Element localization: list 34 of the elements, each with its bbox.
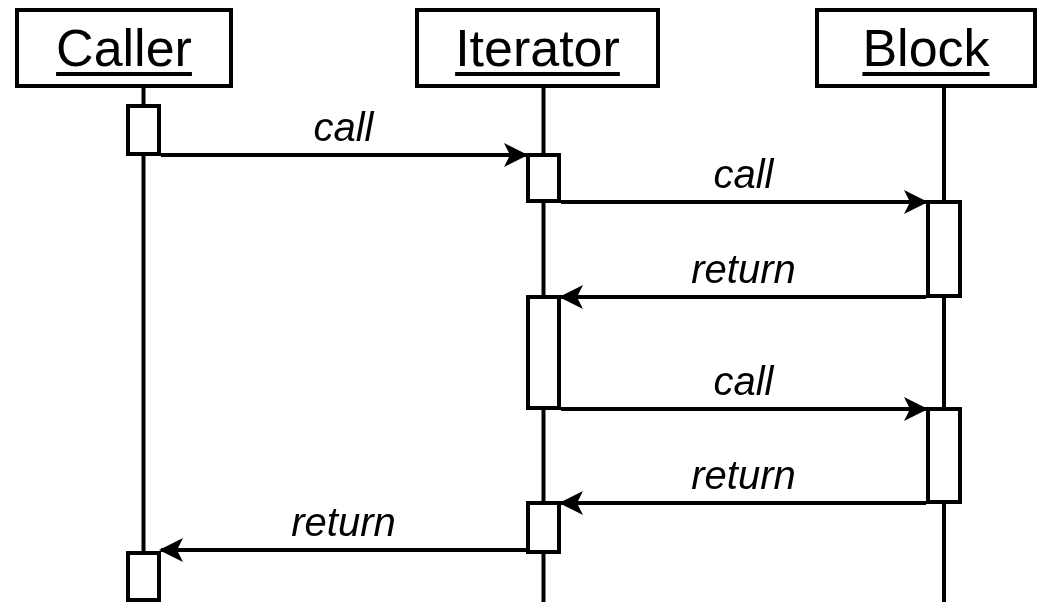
arrow [161,143,528,167]
activation-bar [926,200,962,298]
edge-label: call [313,107,374,147]
arrow [561,397,928,421]
lifeline-header [815,8,1037,88]
edge-label: call [713,361,774,401]
edge-label: return [291,502,396,542]
lifeline [942,504,946,602]
participant-name: Iterator [455,22,620,74]
activation-bar [526,153,561,203]
lifeline-header [15,8,233,88]
participant-name: Caller [56,22,192,74]
edge-label: return [691,455,796,495]
lifeline [942,298,946,407]
lifeline [141,156,146,551]
edge-label: return [691,249,796,289]
activation-bar [526,295,561,410]
activation-bar [126,551,161,602]
arrow [559,491,926,515]
lifeline [942,88,946,200]
edge-label: call [713,154,774,194]
lifeline [541,88,546,153]
activation-bar [526,501,561,554]
arrow [159,538,526,562]
lifeline [541,203,546,295]
lifeline [541,554,546,602]
lifeline [141,88,146,104]
arrow [561,190,928,214]
lifeline-header [415,8,660,88]
arrow [559,285,926,309]
activation-bar [126,104,161,156]
activation-bar [926,407,962,504]
lifeline [541,410,546,501]
participant-name: Block [862,22,990,74]
